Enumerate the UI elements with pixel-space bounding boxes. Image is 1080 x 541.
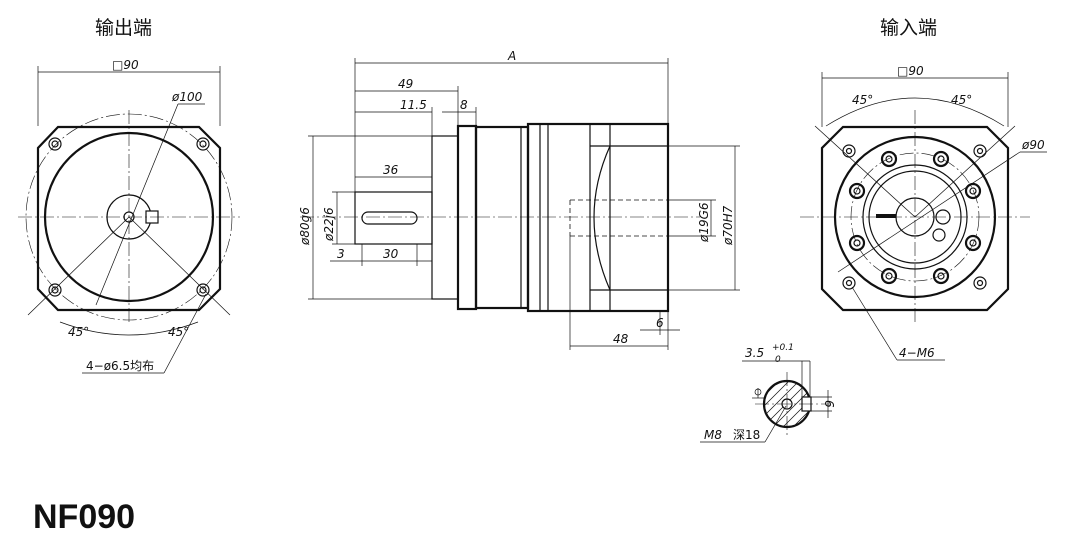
shaft-section: 3.5 +0.1 0 6 M8 深1 [700, 343, 836, 443]
tolerance-upper: +0.1 [772, 343, 794, 353]
output-angle-left: 45° [68, 325, 89, 339]
dia-70h7: ø70H7 [721, 205, 735, 246]
tolerance-lower: 0 [775, 355, 781, 365]
tolerance-base: 3.5 [745, 346, 764, 360]
output-square-dim: □90 [112, 58, 139, 72]
thread-dim: M8 [704, 428, 722, 442]
motor-adapter [526, 122, 670, 313]
model-label: NF090 [33, 498, 135, 536]
dim-36: 36 [383, 163, 399, 177]
adapter-curve [593, 145, 611, 291]
keyway-dim: 6 [822, 400, 836, 408]
dim-6: 6 [656, 316, 664, 330]
gear-housing [474, 125, 530, 310]
input-end-view: 输入端 □90 45° 45° [800, 17, 1047, 361]
input-angle-right: 45° [951, 93, 972, 107]
side-view: A 49 11.5 8 [298, 49, 740, 350]
dim-48: 48 [613, 332, 629, 346]
input-inner-holes [848, 150, 982, 285]
dim-11-5: 11.5 [400, 98, 427, 112]
dia-19g6: ø19G6 [697, 202, 711, 243]
input-corner-holes [842, 144, 987, 290]
input-holes-dim: 4−M6 [899, 346, 935, 360]
input-keyway-mark [876, 214, 896, 218]
input-diameter-dim: ø90 [1021, 138, 1045, 152]
depth-dim: 深18 [733, 428, 760, 442]
input-flange-outline [820, 125, 1010, 312]
pilot-spigot [431, 135, 459, 300]
dim-49: 49 [398, 77, 413, 91]
keyway-slot [361, 211, 418, 225]
output-end-view: 输出端 □90 ø100 45° 45 [18, 17, 240, 374]
dim-8: 8 [460, 98, 468, 112]
output-holes-dim: 4−ø6.5均布 [86, 359, 154, 373]
dim-30: 30 [383, 247, 399, 261]
output-flange-side [456, 124, 478, 311]
output-bolt-holes [48, 137, 210, 297]
output-diameter-dim: ø100 [171, 90, 203, 104]
dia-22j6: ø22j6 [322, 207, 336, 242]
input-view-title: 输入端 [880, 17, 937, 39]
output-view-title: 输出端 [95, 17, 152, 39]
length-a-dim: A [507, 49, 516, 63]
input-angle-left: 45° [852, 93, 873, 107]
input-square-dim: □90 [897, 64, 924, 78]
output-shaft-side [354, 191, 433, 245]
output-flange-outline [36, 125, 222, 312]
dim-3: 3 [337, 247, 345, 261]
dia-80g6: ø80g6 [298, 207, 312, 246]
